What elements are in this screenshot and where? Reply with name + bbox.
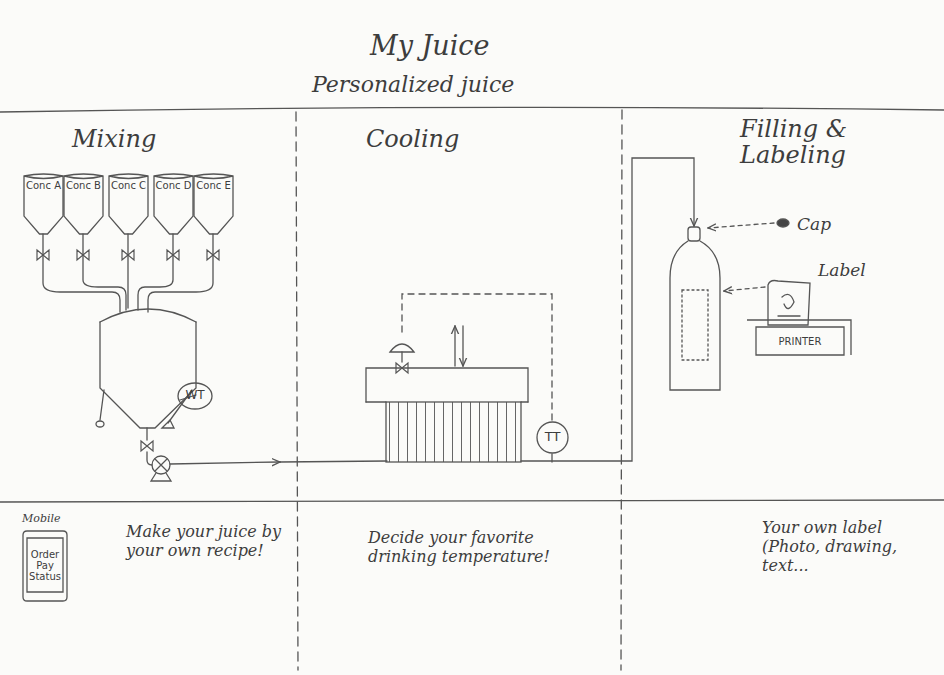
- node-text: Conc A: [24, 180, 63, 191]
- section-heading: Filling & Labeling: [740, 116, 890, 169]
- valve-symbol: [167, 250, 179, 260]
- feature-note: Make your juice by your own recipe!: [126, 522, 291, 560]
- label-label: Label: [818, 260, 888, 280]
- section-heading: Cooling: [366, 126, 566, 152]
- footer-line: [0, 500, 944, 502]
- concentrate-tank: Conc E: [193, 172, 234, 235]
- feature-note: Decide your favorite drinking temperatur…: [368, 528, 603, 566]
- node-text: Conc C: [109, 180, 148, 191]
- cap-arrow: [708, 223, 774, 228]
- label-arrow: [724, 287, 765, 291]
- node-text: Conc D: [154, 180, 194, 191]
- cap-dot: [777, 219, 789, 227]
- printer-box: PRINTER: [755, 326, 845, 356]
- valve-symbol: [77, 250, 89, 260]
- label-paper: [768, 281, 810, 326]
- pipe: [521, 158, 694, 461]
- pump-symbol: [151, 456, 171, 481]
- concentrate-pipes: [43, 234, 213, 312]
- valve-symbol: [396, 363, 408, 373]
- node-text: Conc B: [64, 180, 103, 191]
- node-text: WT: [183, 389, 206, 402]
- mixing-vessel: [96, 309, 196, 465]
- bottle: [670, 227, 720, 390]
- node-text: TT: [543, 430, 563, 444]
- filling-section: Filling & LabelingPRINTER: [622, 110, 944, 502]
- mobile-label: Mobile: [22, 512, 82, 525]
- valve-symbol: [141, 441, 153, 451]
- node-text: Order Pay Status: [22, 549, 68, 582]
- subtitle: Personalized juice: [312, 72, 572, 98]
- mixing-section: MixingConc AConc B Conc C Conc DConc E WT: [0, 112, 296, 502]
- node-text: Conc E: [194, 180, 232, 191]
- cap-label: Cap: [797, 214, 857, 234]
- page-title: My Juice: [370, 30, 489, 62]
- cooling-section: CoolingTT: [296, 112, 622, 502]
- section-divider: [296, 112, 298, 670]
- weight-transmitter: WT: [177, 382, 213, 410]
- pipe: [280, 461, 387, 462]
- temperature-transmitter: TT: [536, 421, 569, 454]
- pipe-arrow: [170, 462, 280, 464]
- node-text: PRINTER: [777, 336, 824, 347]
- feature-note: Your own label (Photo, drawing, text...: [762, 518, 940, 576]
- concentrate-tank: Conc C: [108, 172, 149, 235]
- section-divider: [621, 110, 622, 670]
- concentrate-tank: Conc A: [23, 172, 64, 235]
- valve-symbol: [207, 250, 219, 260]
- mobile-phone: Order Pay Status: [22, 530, 68, 602]
- heat-exchanger: [366, 294, 552, 462]
- concentrate-tank: Conc B: [63, 172, 104, 235]
- valve-symbol: [37, 250, 49, 260]
- header-line: [0, 107, 944, 112]
- section-heading: Mixing: [72, 126, 232, 152]
- concentrate-tank: Conc D: [153, 172, 194, 235]
- valve-symbol: [122, 250, 134, 260]
